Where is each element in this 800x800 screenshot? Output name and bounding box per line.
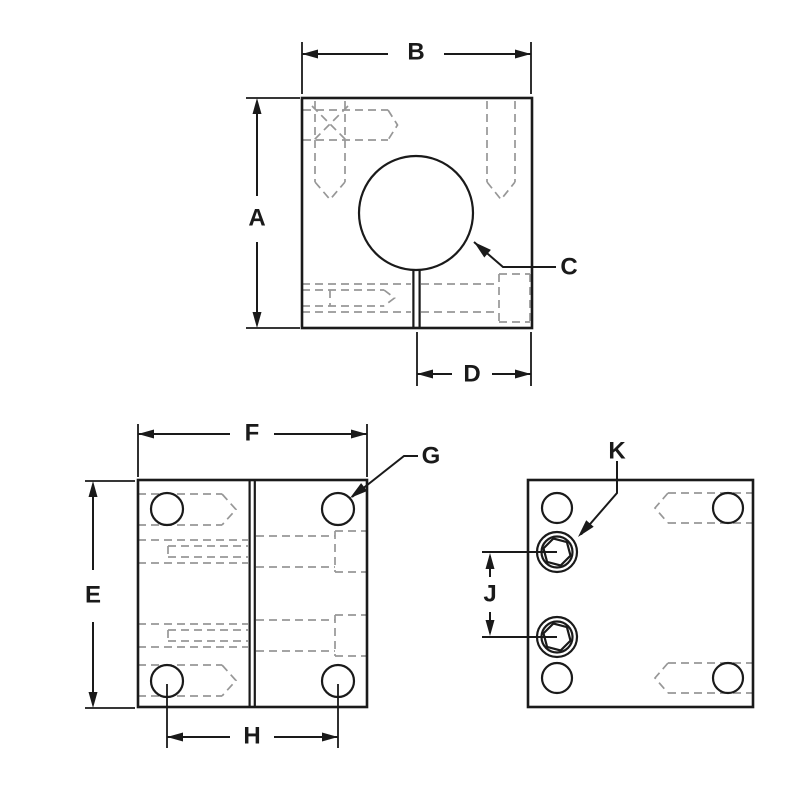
dim-d-label: D — [463, 361, 480, 388]
drill-point-icon — [314, 181, 346, 201]
side-hidden-features — [653, 492, 752, 694]
dim-h: H — [166, 684, 339, 750]
drill-point-icon — [221, 493, 238, 526]
mounting-hole — [711, 661, 745, 695]
dim-b-label: B — [407, 39, 424, 66]
hex-socket-icon — [542, 622, 572, 652]
hidden-clamp-lower-clearance — [256, 614, 366, 657]
callout-g: G — [350, 443, 441, 498]
mounting-hole — [320, 491, 356, 527]
arrowhead-icon — [350, 483, 368, 498]
hidden-clamp-lower-thread — [138, 623, 248, 648]
arrowhead-left-icon — [138, 429, 154, 439]
mounting-hole — [540, 661, 574, 695]
extension-line — [246, 97, 300, 329]
hidden-clamp-clearance — [421, 283, 499, 313]
dim-e: E — [85, 480, 135, 709]
drill-point-icon — [653, 662, 669, 694]
mounting-hole — [540, 491, 574, 525]
hidden-hole-vertical — [314, 101, 346, 182]
hidden-counterbore — [498, 273, 531, 323]
arrowhead-left-icon — [167, 732, 183, 742]
callout-c-label: C — [560, 254, 577, 281]
arrowhead-right-icon — [322, 732, 338, 742]
drill-point-icon — [486, 181, 516, 201]
arrowhead-right-icon — [351, 429, 367, 439]
extension-line — [85, 480, 135, 709]
leader-line — [482, 551, 557, 638]
arrowhead-right-icon — [515, 49, 531, 59]
hidden-hole-bottom-right — [668, 662, 752, 694]
bore-circle — [357, 154, 475, 272]
bottom-view — [136, 478, 369, 709]
drill-point-icon — [653, 492, 669, 524]
arrowhead-down-icon — [252, 312, 262, 328]
arrowhead-up-icon — [252, 98, 262, 114]
dim-a: A — [246, 97, 300, 329]
hidden-hole-bottom-left — [138, 664, 222, 697]
front-body — [300, 96, 534, 330]
bottom-body — [136, 478, 369, 709]
dim-j-label: J — [483, 581, 496, 608]
dim-f: F — [137, 420, 368, 477]
mounting-hole — [149, 491, 185, 527]
dim-f-label: F — [245, 420, 260, 447]
clamp-slit — [412, 270, 421, 328]
arrowhead-down-icon — [485, 620, 495, 636]
extension-line — [301, 42, 532, 94]
callout-k: K — [578, 438, 626, 537]
callout-g-label: G — [422, 443, 441, 470]
drill-point-icon — [221, 664, 238, 697]
arrowhead-icon — [578, 520, 594, 537]
arrowhead-down-icon — [88, 692, 98, 708]
front-view — [300, 96, 534, 330]
dim-b: B — [301, 39, 532, 94]
arrowhead-icon — [474, 242, 491, 258]
hidden-hole-vertical — [486, 101, 516, 182]
drill-point-icon — [387, 109, 399, 141]
leader-line — [351, 455, 418, 498]
mounting-hole — [711, 491, 745, 525]
side-body — [526, 478, 755, 709]
hidden-hole-top-right — [668, 492, 752, 524]
leader-line — [580, 461, 618, 536]
hex-socket-icon — [542, 537, 572, 567]
hidden-clamp-upper-clearance — [256, 530, 366, 573]
extension-line — [137, 424, 368, 477]
dim-j: J — [482, 551, 557, 638]
side-view — [526, 478, 755, 709]
front-hidden-features — [302, 101, 531, 323]
drill-point-icon — [383, 289, 396, 307]
hidden-clamp-thread — [302, 283, 411, 313]
dim-h-label: H — [243, 723, 260, 750]
hidden-hole-top-left — [138, 493, 222, 526]
dim-a-label: A — [248, 205, 265, 232]
hidden-clamp-upper-thread — [138, 539, 248, 564]
callout-k-label: K — [608, 438, 626, 465]
arrowhead-left-icon — [417, 369, 433, 379]
bottom-hidden-features — [138, 493, 366, 697]
callout-c: C — [473, 241, 578, 281]
dim-d: D — [416, 332, 532, 388]
cross-drill-x-icon — [311, 105, 349, 143]
dim-e-label: E — [85, 582, 101, 609]
arrowhead-up-icon — [485, 553, 495, 569]
slit-parting-line — [248, 480, 256, 707]
arrowhead-up-icon — [88, 481, 98, 497]
arrowhead-left-icon — [302, 49, 318, 59]
extension-line — [416, 332, 532, 386]
dimensions: B A C D F — [85, 39, 626, 750]
arrowhead-right-icon — [515, 369, 531, 379]
